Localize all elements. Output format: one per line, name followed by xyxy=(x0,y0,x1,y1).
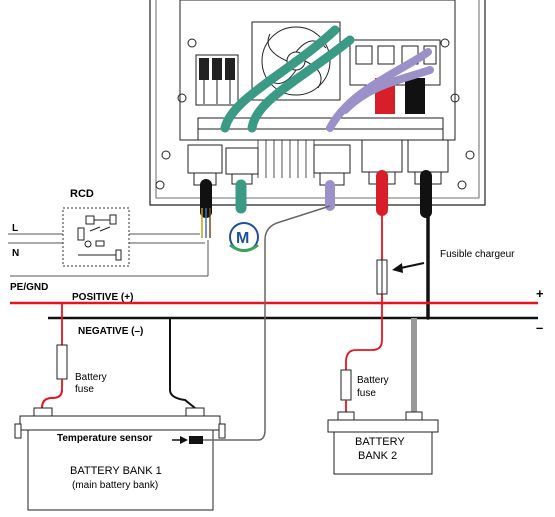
charger-fuse-arrow xyxy=(392,262,425,273)
dc-output-cables xyxy=(376,170,432,320)
negative-label: NEGATIVE (–) xyxy=(78,326,143,337)
m-logo-letter: M xyxy=(236,230,249,247)
m-logo: M xyxy=(229,222,259,252)
line-l-label: L xyxy=(12,223,18,234)
rcd-label: RCD xyxy=(70,188,94,200)
battery-fuse-2-line1: Battery xyxy=(357,375,389,386)
bank1-line1: BATTERY BANK 1 xyxy=(70,465,162,477)
battery-bank-2 xyxy=(327,304,439,475)
charger-unit xyxy=(149,0,486,206)
purple-cables xyxy=(325,48,434,211)
battery-fuse-2-line2: fuse xyxy=(357,388,376,399)
pe-gnd-label: PE/GND xyxy=(10,282,48,293)
bank2-line1: BATTERY xyxy=(355,436,405,448)
rcd-box xyxy=(62,207,130,267)
fusible-chargeur-label: Fusible chargeur xyxy=(440,249,515,260)
charger-fuse xyxy=(376,259,388,295)
bank1-line2: (main battery bank) xyxy=(72,480,158,491)
battery-fuse-1-line2: fuse xyxy=(75,384,94,395)
battery-fuse-1-line1: Battery xyxy=(75,372,107,383)
line-n-label: N xyxy=(12,248,19,259)
plus-sign: + xyxy=(536,286,544,301)
minus-sign: – xyxy=(536,320,543,335)
ac-cable xyxy=(200,179,212,238)
sensor-wire xyxy=(203,205,331,441)
bank2-line2: BANK 2 xyxy=(358,450,397,462)
ac-terminal-block xyxy=(195,54,239,106)
cable-gland-ac xyxy=(187,144,223,186)
positive-label: POSITIVE (+) xyxy=(72,292,133,303)
temperature-sensor-label: Temperature sensor xyxy=(57,433,153,444)
green-cables xyxy=(220,25,355,214)
battery-bank-1 xyxy=(14,303,226,511)
cable-gland-green xyxy=(225,147,259,185)
